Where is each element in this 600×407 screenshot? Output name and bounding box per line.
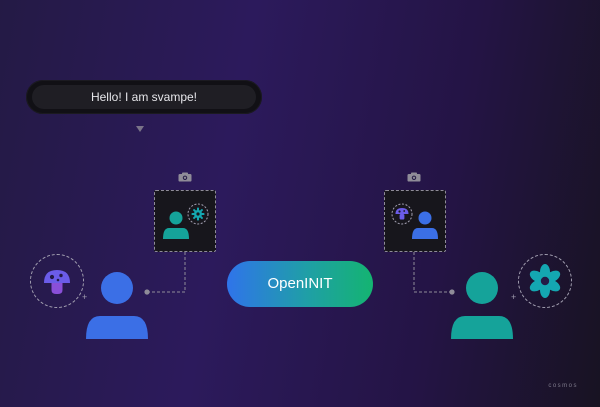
mushroom-badge: [30, 254, 84, 308]
flower-badge: [518, 254, 572, 308]
plus-sign: +: [511, 292, 517, 302]
user-icon: [163, 211, 189, 239]
mushroom-icon: [44, 270, 70, 294]
brand-wordmark: cosmos: [548, 383, 578, 389]
gear-icon: [187, 203, 209, 225]
user-icon: [412, 211, 438, 239]
caret-down-icon: [136, 126, 144, 132]
plus-sign: +: [82, 292, 88, 302]
speech-bubble: Hello! I am svampe!: [26, 80, 262, 114]
camera-icon[interactable]: [407, 172, 421, 182]
openinit-button[interactable]: OpenINIT: [227, 261, 373, 307]
user-icon: [86, 272, 148, 339]
speech-bubble-text: Hello! I am svampe!: [32, 85, 256, 109]
avatar-card-right[interactable]: [384, 190, 446, 252]
camera-icon[interactable]: [178, 172, 192, 182]
flower-icon: [529, 264, 561, 298]
user-icon: [451, 272, 513, 339]
avatar-card-left[interactable]: [154, 190, 216, 252]
mushroom-icon: [391, 203, 413, 225]
